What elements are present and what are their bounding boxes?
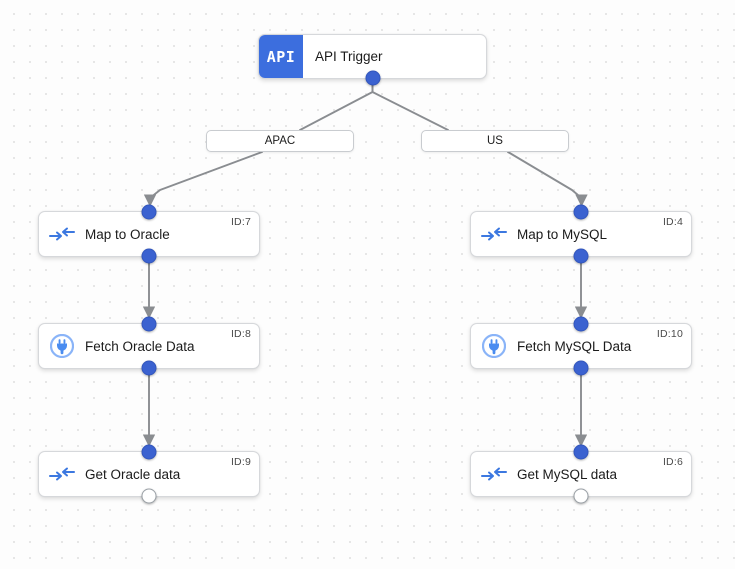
edge-trigger-to-us [371,79,449,131]
input-port[interactable] [141,316,157,332]
map-arrows-icon [471,466,517,482]
node-body: Fetch MySQL Data [471,324,691,368]
input-port[interactable] [573,204,589,220]
edge-apac-to-map-oracle [143,151,263,207]
node-body: Map to MySQL [471,212,691,256]
node-id-badge: ID:9 [230,456,251,468]
output-port[interactable] [573,488,589,504]
node-id-badge: ID:6 [662,456,683,468]
input-port[interactable] [141,444,157,460]
edge-us-to-map-mysql [507,151,588,207]
node-get-mysql-data[interactable]: Get MySQL data ID:6 [470,444,692,504]
branch-label-text: APAC [264,135,296,147]
map-arrows-icon [471,226,517,242]
node-map-to-mysql[interactable]: Map to MySQL ID:4 [470,204,692,264]
input-port[interactable] [141,204,157,220]
branch-label-apac[interactable]: APAC [206,130,354,152]
node-label: Get MySQL data [517,466,618,482]
node-label: API Trigger [315,49,383,64]
node-label: Get Oracle data [85,466,181,482]
input-port[interactable] [573,444,589,460]
node-body: Get Oracle data [39,452,259,496]
node-label: Fetch MySQL Data [517,338,632,354]
node-label: Fetch Oracle Data [85,338,195,354]
output-port[interactable] [573,248,589,264]
node-body: Fetch Oracle Data [39,324,259,368]
node-id-badge: ID:7 [230,216,251,228]
output-port[interactable] [141,360,157,376]
input-port[interactable] [573,316,589,332]
node-map-to-oracle[interactable]: Map to Oracle ID:7 [38,204,260,264]
branch-label-us[interactable]: US [421,130,569,152]
node-id-badge: ID:8 [230,328,251,340]
node-label: Map to MySQL [517,226,608,242]
node-get-oracle-data[interactable]: Get Oracle data ID:9 [38,444,260,504]
branch-label-text: US [487,135,503,147]
output-port[interactable] [365,70,380,86]
output-port[interactable] [573,360,589,376]
database-plug-icon [39,334,85,358]
edge-trigger-to-apac [299,79,374,131]
database-plug-icon [471,334,517,358]
node-label: Map to Oracle [85,226,170,242]
map-arrows-icon [39,466,85,482]
output-port[interactable] [141,488,157,504]
node-id-badge: ID:10 [656,328,683,340]
api-badge-icon: API [259,35,303,78]
output-port[interactable] [141,248,157,264]
node-body: API API Trigger [259,35,486,78]
node-api-trigger[interactable]: API API Trigger [258,34,487,86]
node-fetch-oracle-data[interactable]: Fetch Oracle Data ID:8 [38,316,260,376]
map-arrows-icon [39,226,85,242]
node-id-badge: ID:4 [662,216,683,228]
node-body: Map to Oracle [39,212,259,256]
node-body: Get MySQL data [471,452,691,496]
node-fetch-mysql-data[interactable]: Fetch MySQL Data ID:10 [470,316,692,376]
